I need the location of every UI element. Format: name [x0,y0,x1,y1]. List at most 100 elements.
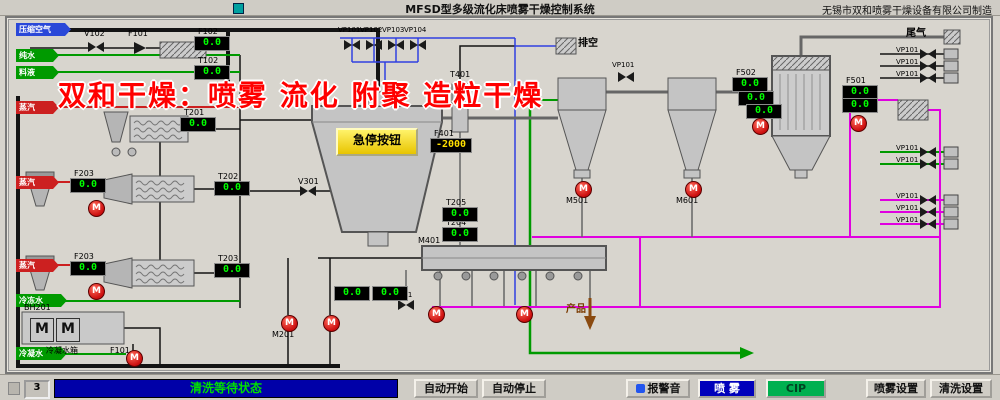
display-t204: 0.0 [442,227,478,242]
alarm-sound-icon [635,383,645,393]
display-f203-upper: 0.0 [70,178,106,193]
label-vp101-r3: VP101 [896,70,919,78]
pump-f101-bottom-icon[interactable]: M [126,350,143,367]
label-m401: M401 [418,236,441,245]
label-vp101-r6: VP101 [896,192,919,200]
valve-vp101-r4[interactable] [920,147,936,157]
pump-m501-icon[interactable]: M [575,181,592,198]
status-bar: 3 清洗等待状态 自动开始 自动停止 报警音 喷 雾 CIP 喷雾设置 清洗设置 [0,374,1000,400]
display-fluidbed-2: 0.0 [372,286,408,301]
label-f401: F401 [434,129,454,138]
manufacturer-text: 无锡市双和喷雾干燥设备有限公司制造 [822,6,992,17]
stream-steam-1: 蒸汽 [16,101,59,114]
valve-vp103-top[interactable] [388,40,404,50]
display-f502: 0.0 [732,77,768,92]
valve-vp104-top[interactable] [410,40,426,50]
label-vp103-top: VP103 [382,26,405,34]
valve-vp101-r2[interactable] [920,61,936,71]
label-vp101-mid: VP101 [612,61,635,69]
diagram-frame [5,16,993,374]
display-t202: 0.0 [214,181,250,196]
label-vp101-r4: VP101 [896,144,919,152]
valve-vp101-r1[interactable] [920,49,936,59]
display-f102: 0.0 [194,36,230,51]
valve-vp101-r7[interactable] [920,207,936,217]
label-f501: F501 [846,76,866,85]
display-cyclone-2: 0.0 [746,104,782,119]
pump-f501-fan-icon[interactable]: M [850,115,867,132]
display-f501-b: 0.0 [842,98,878,113]
label-f502: F502 [736,68,756,77]
label-f203-upper: F203 [74,169,94,178]
pump-fluidbed-1-icon[interactable]: M [428,306,445,323]
pump-m601-icon[interactable]: M [685,181,702,198]
pump-upper-icon[interactable]: M [88,200,105,217]
pump-m202-icon[interactable]: M [323,315,340,332]
motor-box-1: M [30,318,54,342]
motor-box-2: M [56,318,80,342]
valve-vp101-top[interactable] [344,40,360,50]
titlebar-marker-icon [233,3,244,14]
label-vp104-top: VP104 [404,26,427,34]
display-f203-lower: 0.0 [70,261,106,276]
valve-vp102-top[interactable] [366,40,382,50]
label-t202: T202 [218,172,239,181]
label-tail-gas: 尾气 [906,28,926,39]
alarm-sound-label: 报警音 [647,381,681,395]
cip-button[interactable]: CIP [766,379,826,398]
label-t102: T102 [198,56,219,65]
display-fluidbed-1: 0.0 [334,286,370,301]
label-bh201: BH201 [24,303,51,312]
label-vp101-top: VP101 [338,26,361,34]
display-t401-level: -2000 [430,138,472,153]
status-indicator: 3 [24,380,50,399]
label-t203: T203 [218,254,239,263]
label-v301: V301 [298,177,319,186]
spray-button[interactable]: 喷 雾 [698,379,756,398]
label-condensate-tank: 冷凝水箱 [46,346,78,355]
label-vp102-top: VP102 [360,26,383,34]
valve-vp101-r8[interactable] [920,219,936,229]
label-vp101-r1: VP101 [896,46,919,54]
page-title: MFSD型多级流化床喷雾干燥控制系统 [405,3,595,16]
watermark-text: 双和干燥：喷雾 流化 附聚 造粒干燥 [58,79,544,112]
valve-vp101-r3[interactable] [920,73,936,83]
label-product: 产品 [566,304,586,315]
auto-stop-button[interactable]: 自动停止 [482,379,546,398]
display-t203: 0.0 [214,263,250,278]
stream-feed: 料液 [16,66,59,79]
valve-vp201[interactable] [398,300,414,310]
valve-vp101-mid[interactable] [618,72,634,82]
label-vp101-r8: VP101 [896,216,919,224]
valve-v102[interactable] [88,42,104,52]
stream-steam-2: 蒸汽 [16,176,59,189]
stream-compressed-air: 压缩空气 [16,23,71,36]
pump-cyclone-fan-icon[interactable]: M [752,118,769,135]
emergency-stop-button[interactable]: 急停按钮 [336,128,418,156]
pump-fluidbed-2-icon[interactable]: M [516,306,533,323]
valve-vp101-r6[interactable] [920,195,936,205]
clean-settings-button[interactable]: 清洗设置 [930,379,992,398]
label-exhaust: 排空 [578,38,598,49]
pump-lower-icon[interactable]: M [88,283,105,300]
label-vp101-r2: VP101 [896,58,919,66]
label-vp101-r7: VP101 [896,204,919,212]
titlebar: MFSD型多级流化床喷雾干燥控制系统 无锡市双和喷雾干燥设备有限公司制造 [0,0,1000,17]
auto-start-button[interactable]: 自动开始 [414,379,478,398]
display-t201: 0.0 [180,117,216,132]
status-chip [8,382,20,395]
valve-vp101-r5[interactable] [920,159,936,169]
label-t205: T205 [446,198,467,207]
alarm-sound-button[interactable]: 报警音 [626,379,690,398]
pump-m201-icon[interactable]: M [281,315,298,332]
stream-pure-water: 纯水 [16,49,59,62]
label-f203-lower: F203 [74,252,94,261]
stream-steam-3: 蒸汽 [16,259,59,272]
label-f102: F102 [198,27,218,36]
valve-v301[interactable] [300,186,316,196]
label-vp101-r5: VP101 [896,156,919,164]
status-message: 清洗等待状态 [54,379,398,398]
label-f101-top: F101 [128,29,148,38]
spray-settings-button[interactable]: 喷雾设置 [866,379,926,398]
